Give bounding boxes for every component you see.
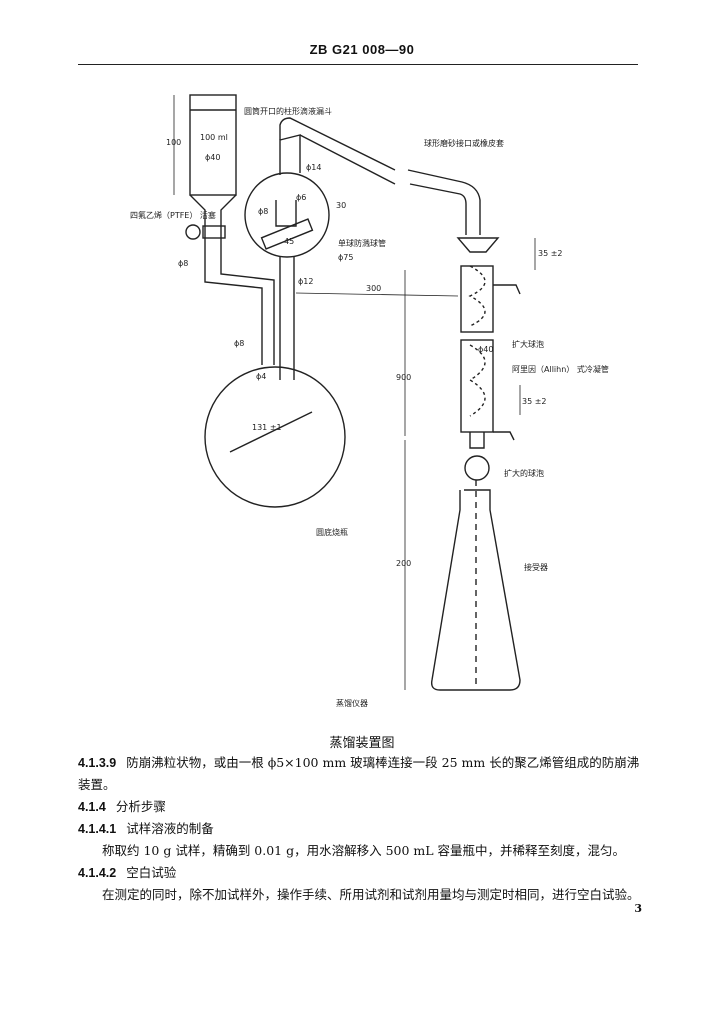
label-splash-bulb: 单球防溅球管 — [338, 238, 386, 248]
label-bulb-dia-a: ϕ6 — [296, 193, 306, 202]
label-flask-tube-a: ϕ8 — [234, 339, 244, 348]
label-funnel-note: 圆筒开口的柱形滴液漏斗 — [244, 106, 332, 116]
paragraph-4-1-4-1: 4.1.4.1 试样溶液的制备 — [78, 818, 640, 840]
receiver-flask — [430, 489, 521, 691]
label-dia-40: ϕ40 — [478, 345, 493, 354]
label-tube-dia-left: ϕ8 — [178, 259, 188, 268]
condenser-coil-lower — [468, 344, 486, 417]
condenser-lower — [460, 339, 494, 433]
paragraph-4-1-3-9-cont: 装置。 — [78, 774, 640, 796]
figure-caption: 蒸馏装置图 — [329, 736, 395, 751]
condenser-coil-upper — [468, 265, 486, 327]
round-bottom-flask — [204, 366, 346, 508]
label-bulb-dia-b: ϕ8 — [258, 207, 268, 216]
label-height-200: 200 — [396, 559, 411, 568]
clause-text: 在测定的同时，除不加试样外，操作手续、所用试剂和试剂用量均与测定时相同，进行空白… — [102, 887, 640, 902]
label-receiver: 接受器 — [524, 562, 548, 572]
label-flask-dim: 131 ±1 — [252, 423, 282, 432]
condenser-outlet — [469, 432, 485, 449]
dropping-funnel-body — [189, 94, 237, 196]
clause-text: 空白试验 — [126, 865, 177, 880]
label-angle: 30 — [336, 201, 346, 210]
label-flask-tube-b: ϕ4 — [256, 372, 266, 381]
label-funnel-dia: ϕ40 — [205, 153, 220, 162]
ground-joint — [456, 237, 500, 253]
clause-text: 称取约 10 g 试样，精确到 0.01 g，用水溶解移入 500 mL 容量瓶… — [102, 843, 626, 858]
standard-code-header: ZB G21 008—90 — [309, 42, 415, 57]
clause-number: 4.1.4.1 — [78, 822, 117, 836]
label-ball-joint: 球形磨砂接口或橡皮套 — [424, 138, 504, 148]
paragraph-4-1-3-9: 4.1.3.9 防崩沸粒状物，或由一根 ϕ5×100 mm 玻璃棒连接一段 25 … — [78, 752, 640, 774]
label-allihn: 阿里因（Allihn） 式冷凝管 — [512, 364, 609, 374]
paragraph-4-1-4: 4.1.4 分析步骤 — [78, 796, 640, 818]
page-number: 3 — [634, 902, 642, 915]
paragraph-4-1-4-2: 4.1.4.2 空白试验 — [78, 862, 640, 884]
clause-text: 试样溶液的制备 — [126, 821, 214, 836]
water-inlet — [493, 431, 515, 441]
connecting-tube — [279, 117, 396, 185]
enlarged-bulb — [464, 455, 490, 481]
clause-text: 防崩沸粒状物，或由一根 ϕ5×100 mm 玻璃棒连接一段 25 mm 长的聚乙… — [126, 755, 640, 770]
bulb-inner-tube — [275, 200, 297, 227]
funnel-neck — [189, 194, 237, 262]
header-rule — [78, 64, 638, 65]
label-dist-300: 300 — [366, 284, 381, 293]
splash-bulb — [244, 172, 330, 258]
label-inner-len: 45 — [284, 237, 294, 246]
bulb-inlet — [279, 134, 301, 175]
condenser-upper — [460, 265, 494, 333]
label-height-900: 900 — [396, 373, 411, 382]
stopcock-barrel — [202, 225, 226, 239]
clause-number: 4.1.3.9 — [78, 756, 117, 770]
label-bulb-end: 扩大的球泡 — [504, 468, 544, 478]
label-funnel-volume: 100 ml — [200, 133, 228, 142]
bulb-insert — [260, 218, 314, 250]
paragraph-blank-test: 在测定的同时，除不加试样外，操作手续、所用试剂和试剂用量均与测定时相同，进行空白… — [78, 884, 664, 906]
water-outlet — [493, 284, 521, 295]
label-top-tube-dia: ϕ14 — [306, 163, 321, 172]
clause-text-continued: 装置。 — [78, 777, 116, 792]
label-ground-35: 35 ±2 — [538, 249, 563, 258]
clause-number: 4.1.4 — [78, 800, 106, 814]
condenser-inlet-tube — [407, 169, 481, 235]
label-apparatus: 蒸馏仪器 — [336, 698, 368, 708]
bulb-outlet-tube — [279, 257, 295, 380]
label-splash-dia: ϕ75 — [338, 253, 353, 262]
distillation-apparatus-figure: 圆筒开口的柱形滴液漏斗 100 ml ϕ40 100 四氟乙烯（PTFE） 活塞… — [130, 94, 609, 708]
label-flask: 圆底烧瓶 — [316, 527, 348, 537]
dim-300 — [295, 292, 459, 297]
label-ground-35b: 35 ±2 — [522, 397, 547, 406]
flask-dim-line — [229, 411, 313, 453]
label-condenser-end: 扩大球泡 — [512, 339, 544, 349]
clause-text: 分析步骤 — [115, 799, 166, 814]
label-funnel-height: 100 — [166, 138, 181, 147]
funnel-to-flask-tube — [204, 262, 275, 365]
paragraph-sample-prep: 称取约 10 g 试样，精确到 0.01 g，用水溶解移入 500 mL 容量瓶… — [78, 840, 664, 862]
label-outlet-dia: ϕ12 — [298, 277, 313, 286]
clause-number: 4.1.4.2 — [78, 866, 117, 880]
stopcock-knob — [185, 224, 201, 240]
label-stopcock: 四氟乙烯（PTFE） 活塞 — [130, 210, 216, 220]
